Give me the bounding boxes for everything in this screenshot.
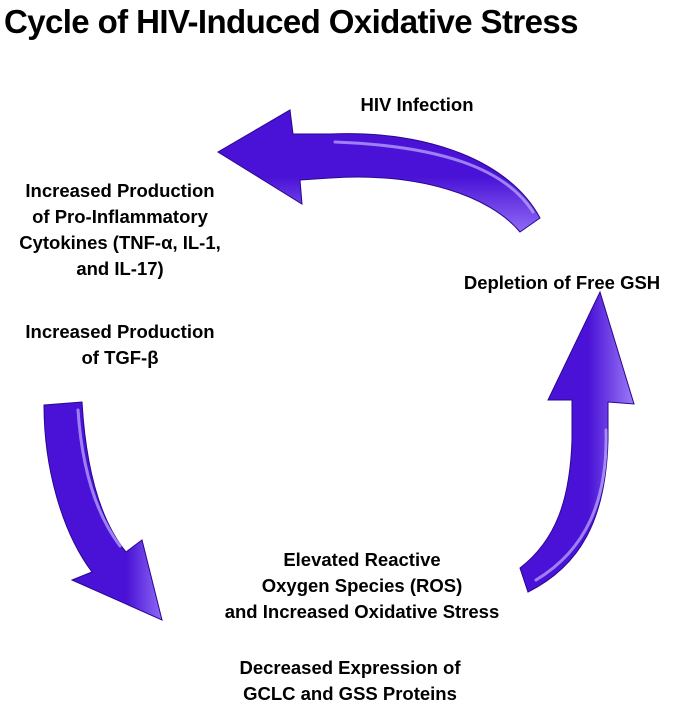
arrow-top	[217, 109, 541, 233]
node-line: and Increased Oxidative Stress	[224, 601, 500, 622]
node-line: of Pro-Inflammatory	[32, 206, 208, 227]
node-elevated-ros: Elevated Reactive Oxygen Species (ROS) a…	[212, 547, 512, 625]
page-title: Cycle of HIV-Induced Oxidative Stress	[4, 3, 578, 40]
node-line: GCLC and GSS Proteins	[243, 683, 457, 704]
node-line: Decreased Expression of	[239, 657, 461, 678]
arrow-left	[43, 401, 163, 621]
arrow-right	[519, 290, 635, 593]
node-line: of TGF-β	[81, 347, 159, 368]
node-line: Oxygen Species (ROS)	[261, 575, 463, 596]
node-gclc-gss: Decreased Expression of GCLC and GSS Pro…	[200, 655, 500, 707]
node-pro-inflammatory-cytokines: Increased Production of Pro-Inflammatory…	[2, 178, 238, 282]
node-line: Increased Production	[25, 180, 215, 201]
node-depletion-gsh: Depletion of Free GSH	[452, 270, 672, 296]
node-line: HIV Infection	[360, 94, 474, 115]
node-line: and IL-17)	[76, 258, 164, 279]
node-line: Cytokines (TNF-α, IL-1,	[19, 232, 221, 253]
node-line: Elevated Reactive	[283, 549, 441, 570]
node-hiv-infection: HIV Infection	[337, 92, 497, 118]
node-line: Depletion of Free GSH	[463, 272, 661, 293]
node-line: Increased Production	[25, 321, 215, 342]
node-tgf-beta: Increased Production of TGF-β	[2, 319, 238, 371]
